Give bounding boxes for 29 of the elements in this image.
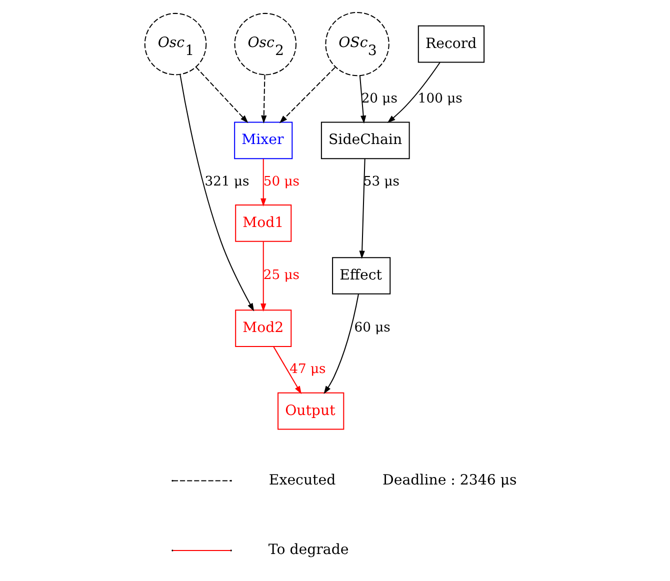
legend-label: To degrade — [268, 542, 348, 558]
edge-label: 60 μs — [354, 320, 390, 336]
node-box: Record — [417, 25, 484, 63]
arrow — [386, 62, 440, 123]
arrow — [260, 242, 266, 312]
node-box: Mod2 — [234, 310, 292, 347]
node-box: SideChain — [320, 122, 410, 160]
edge-label: 321 μs — [204, 174, 249, 190]
legend-label: Executed — [268, 472, 336, 489]
edge-label: 53 μs — [362, 174, 399, 190]
node-box: Output — [277, 392, 344, 430]
arrow — [358, 158, 365, 259]
arrow — [260, 74, 266, 124]
edge-label: 25 μs — [262, 268, 299, 284]
edge-label: 20 μs — [360, 91, 397, 106]
node-box: Mixer — [234, 122, 292, 160]
node-box: Mod1 — [234, 204, 292, 242]
node-box: Effect — [332, 257, 390, 294]
arrow — [323, 294, 358, 394]
arrow — [195, 66, 248, 124]
arrow — [260, 158, 266, 207]
arrow — [278, 67, 335, 124]
edge-label: 100 μs — [417, 91, 462, 106]
label: Deadline : 2346 μs — [382, 472, 516, 489]
arrow — [179, 74, 254, 312]
arrow — [358, 76, 366, 124]
arrow — [272, 346, 301, 394]
edge-label: 47 μs — [289, 362, 326, 378]
edge-label: 50 μs — [262, 174, 299, 190]
